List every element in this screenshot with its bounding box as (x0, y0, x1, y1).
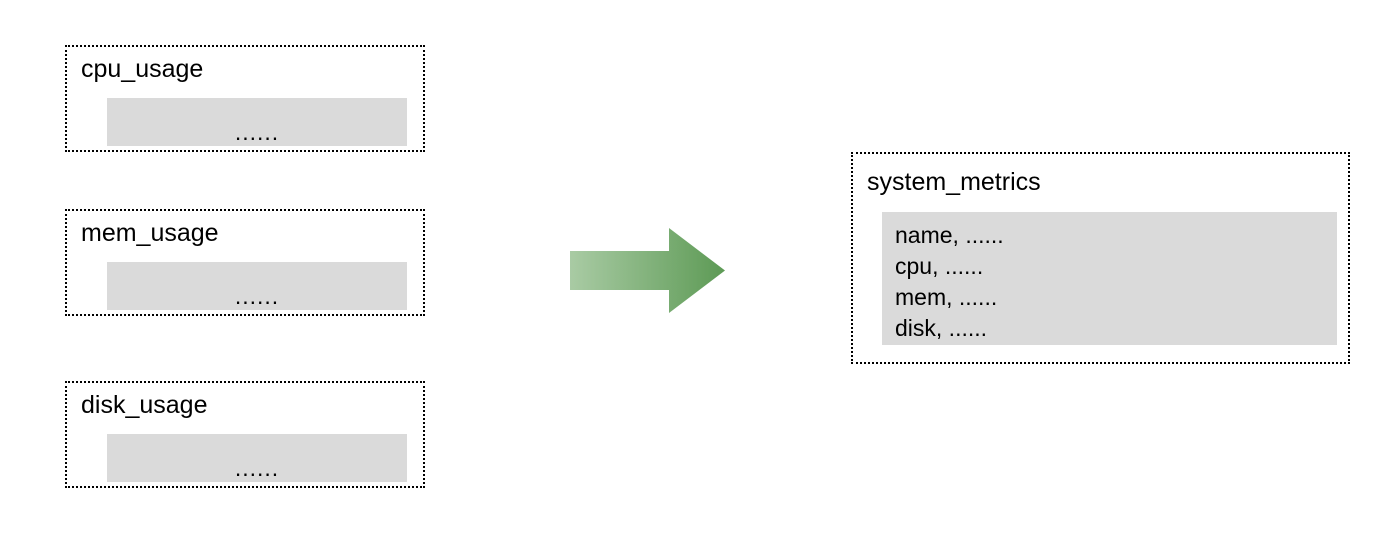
source-content-panel: ...... (107, 434, 407, 482)
source-content-panel: ...... (107, 98, 407, 146)
source-box-cpu-usage[interactable]: cpu_usage ...... (65, 45, 425, 152)
target-field-row: disk, ...... (895, 315, 988, 341)
target-title: system_metrics (867, 168, 1041, 196)
source-box-mem-usage[interactable]: mem_usage ...... (65, 209, 425, 316)
source-box-disk-usage[interactable]: disk_usage ...... (65, 381, 425, 488)
target-field-row: cpu, ...... (895, 253, 984, 279)
target-field-row: mem, ...... (895, 284, 998, 310)
target-content-panel: name, ...... cpu, ...... mem, ...... dis… (882, 212, 1337, 345)
target-field-row: name, ...... (895, 222, 1004, 248)
source-ellipsis: ...... (234, 119, 280, 145)
source-title: mem_usage (81, 219, 219, 247)
source-ellipsis: ...... (234, 283, 280, 309)
source-title: cpu_usage (81, 55, 204, 83)
target-box-system-metrics[interactable]: system_metrics name, ...... cpu, ...... … (851, 152, 1350, 364)
source-ellipsis: ...... (234, 455, 280, 481)
source-title: disk_usage (81, 391, 208, 419)
source-content-panel: ...... (107, 262, 407, 310)
right-arrow-icon (570, 228, 725, 313)
